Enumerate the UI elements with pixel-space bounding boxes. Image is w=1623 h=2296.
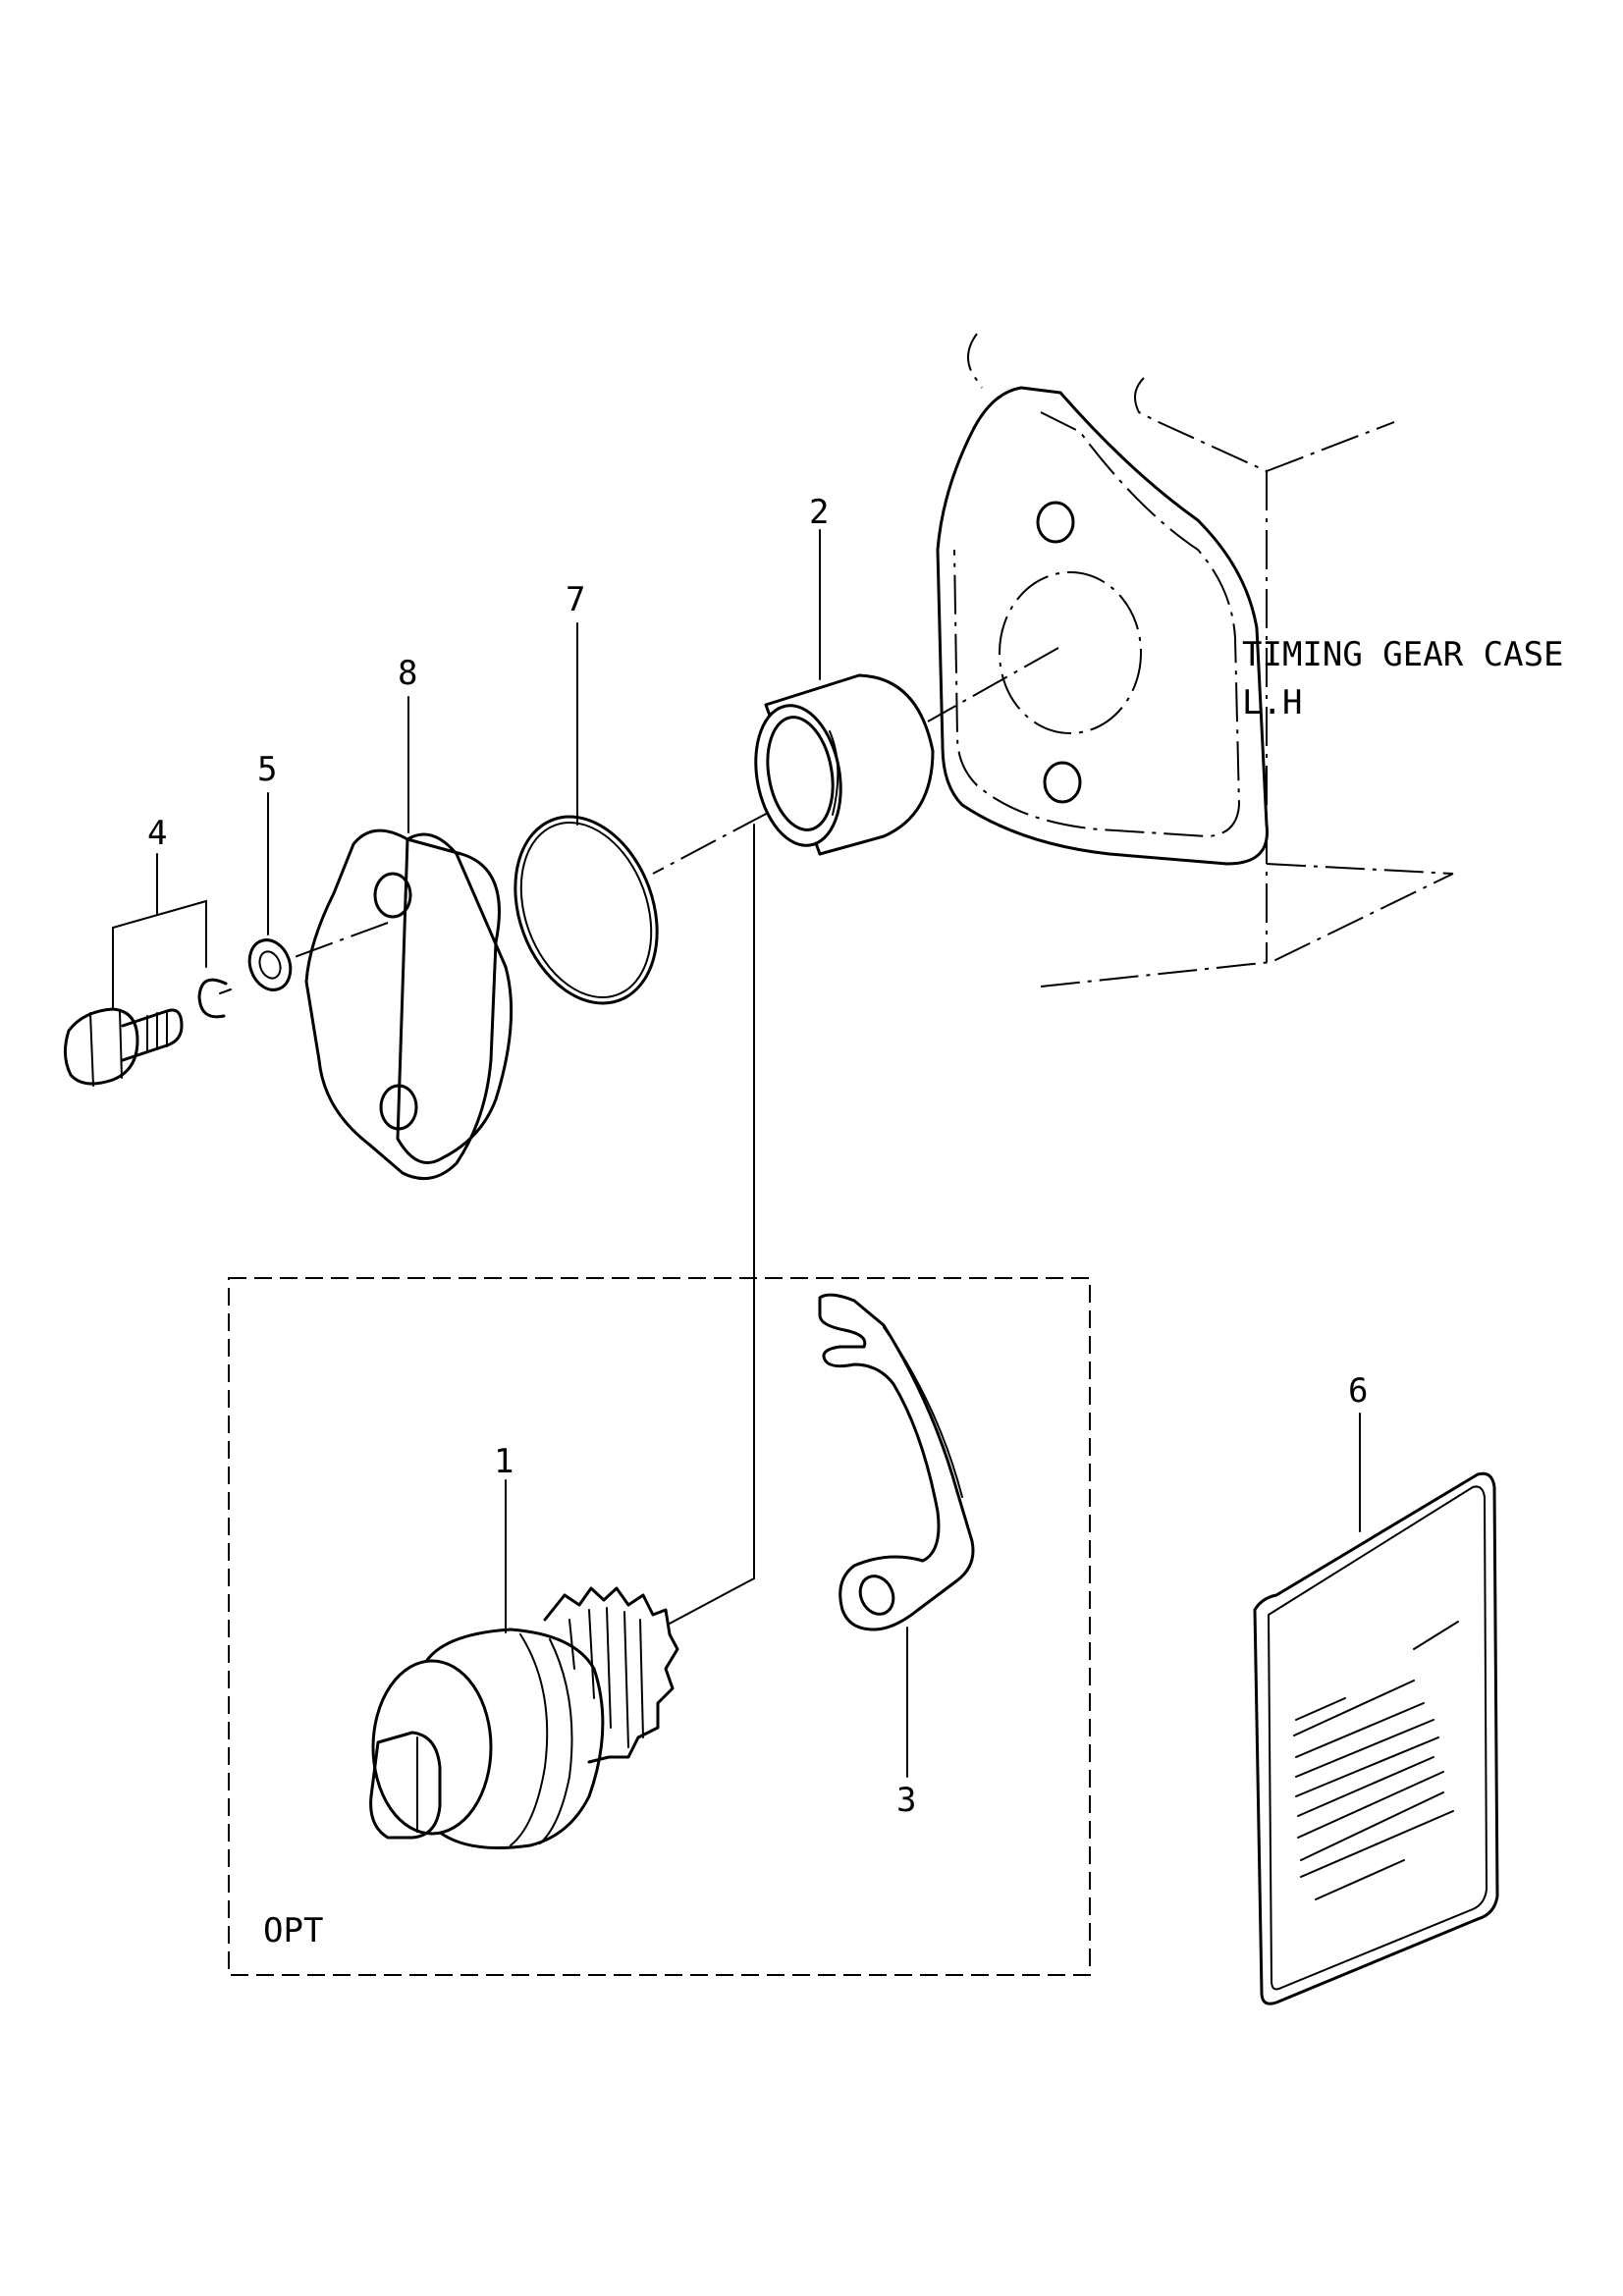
callout-3: 3	[896, 1781, 916, 1820]
cover-plate-part-8: 8	[304, 654, 514, 1181]
bracket-part-3: 3	[818, 1293, 975, 1820]
timing-gear-case: TIMING GEAR CASE L.H	[936, 333, 1564, 988]
timing-gear-case-side-label: L.H	[1242, 683, 1302, 722]
option-box: OPT	[228, 1277, 1091, 1976]
washer-part-5: 5	[247, 750, 293, 991]
callout-5: 5	[257, 750, 277, 789]
bolt-part-4: 4	[64, 814, 232, 1087]
callout-7: 7	[566, 580, 585, 619]
callout-1: 1	[494, 1442, 514, 1481]
callout-6: 6	[1348, 1371, 1368, 1411]
center-line-cover	[294, 922, 389, 958]
callout-8: 8	[398, 654, 417, 693]
callout-4: 4	[147, 814, 167, 853]
option-box-label: OPT	[263, 1911, 323, 1950]
instruction-card-part-6: 6	[1253, 1371, 1499, 2005]
o-ring-part-7: 7	[514, 580, 659, 1005]
leader-bushing-to-drive	[667, 824, 755, 1626]
drive-shaft-part-1: 1	[369, 1442, 679, 1849]
callout-2: 2	[809, 493, 829, 532]
center-line-case	[927, 647, 1059, 722]
timing-gear-case-label: TIMING GEAR CASE	[1242, 635, 1564, 674]
bushing-part-2: 2	[754, 493, 935, 856]
